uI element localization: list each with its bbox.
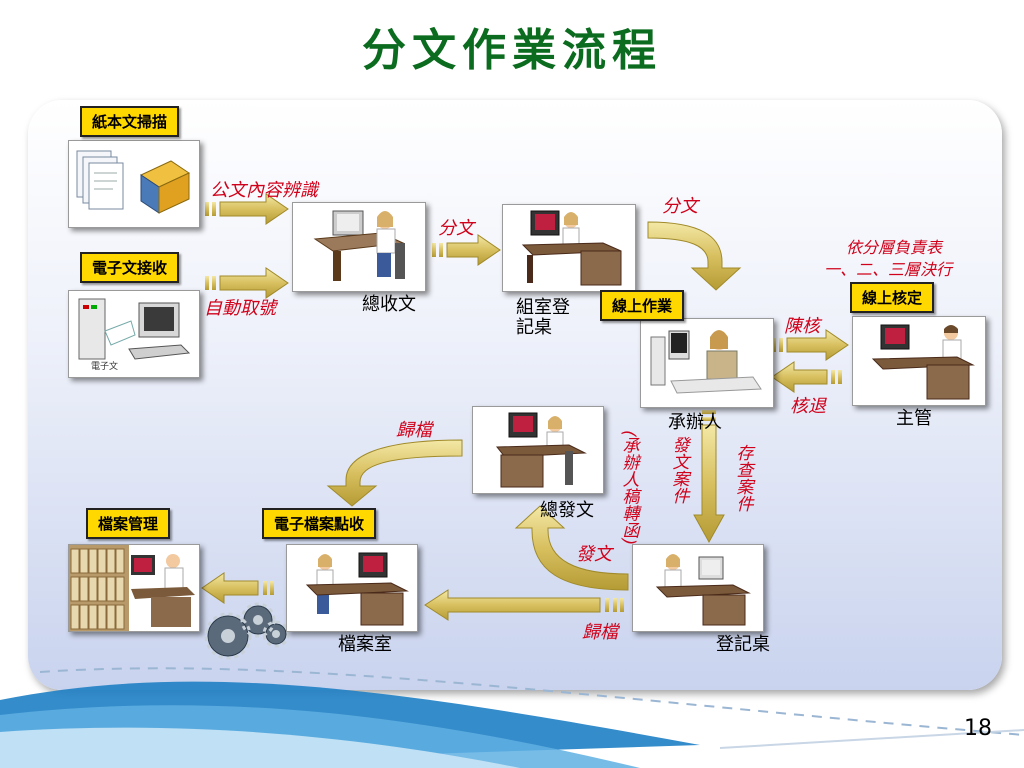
arrow-ereceive-to-receiving bbox=[205, 267, 289, 299]
annotation-content-recognition: 公文內容辨識 bbox=[210, 180, 318, 201]
node-dispatch: 總發文 bbox=[540, 500, 594, 521]
group-registry-card bbox=[502, 204, 636, 292]
tag-e-receive: 電子文接收 bbox=[80, 252, 180, 283]
tag-paper-scan: 紙本文掃描 bbox=[80, 106, 180, 137]
office-worker-icon bbox=[521, 210, 622, 286]
office-worker-icon bbox=[495, 412, 587, 488]
annotation-distribute-1: 分文 bbox=[438, 218, 474, 239]
computer-caption: 電子文 bbox=[91, 362, 119, 372]
office-worker-icon bbox=[305, 552, 409, 626]
arrow-dispatch-to-earchive bbox=[326, 439, 463, 507]
annotation-return: 核退 bbox=[790, 396, 826, 417]
arrow-scan-to-receiving bbox=[205, 193, 289, 225]
node-handler: 承辦人 bbox=[668, 412, 722, 433]
annotation-distribute-2: 分文 bbox=[662, 196, 698, 217]
archive-room-card bbox=[286, 544, 418, 632]
e-receive-card: 電子文 bbox=[68, 290, 200, 378]
arrow-receiving-to-group bbox=[432, 234, 501, 266]
arrow-registry-to-archive bbox=[424, 589, 624, 621]
office-worker-icon bbox=[650, 330, 762, 394]
annotation-file-1: 歸檔 bbox=[396, 420, 432, 441]
node-registry: 登記桌 bbox=[716, 634, 770, 655]
tag-online-approve: 線上核定 bbox=[850, 282, 935, 313]
archive-mgmt-card bbox=[68, 544, 200, 632]
annotation-submit: 陳核 bbox=[784, 316, 820, 337]
office-worker-icon bbox=[871, 324, 975, 400]
arrow-registry-to-dispatch bbox=[514, 505, 629, 591]
annotation-file-2: 歸檔 bbox=[582, 622, 618, 643]
dispatch-card bbox=[472, 406, 604, 494]
annotation-handler-draft: (承辦人稿轉函) bbox=[618, 430, 639, 546]
file-shelf-icon bbox=[69, 545, 195, 631]
arrow-group-to-handler bbox=[647, 221, 742, 291]
annotation-send-out: 發文 bbox=[576, 544, 612, 565]
tag-e-archive-check: 電子檔案點收 bbox=[262, 508, 377, 539]
node-archive-room: 檔案室 bbox=[338, 634, 392, 655]
computer-icon bbox=[78, 298, 191, 360]
office-worker-icon bbox=[313, 210, 405, 281]
annotation-keep-case: 存查案件 bbox=[732, 444, 753, 512]
annotation-auto-number: 自動取號 bbox=[204, 298, 276, 319]
office-worker-icon bbox=[655, 554, 751, 626]
page-number: 18 bbox=[964, 716, 992, 741]
annotation-layered-2: 一、二、三層決行 bbox=[824, 260, 953, 279]
arrow-archive-to-mgmt bbox=[201, 572, 274, 604]
node-group-registry: 組室登記桌 bbox=[516, 297, 570, 338]
node-receiving: 總收文 bbox=[362, 294, 416, 315]
handler-card bbox=[640, 318, 774, 408]
page-title: 分文作業流程 bbox=[362, 25, 662, 76]
arrow-submit bbox=[772, 329, 849, 361]
supervisor-card bbox=[852, 316, 986, 406]
receiving-card bbox=[292, 202, 426, 292]
annotation-layered-1: 依分層負責表 bbox=[846, 238, 943, 257]
registry-card bbox=[632, 544, 764, 632]
arrow-handler-to-registry bbox=[693, 410, 725, 544]
arrow-return bbox=[771, 361, 842, 393]
node-supervisor: 主管 bbox=[896, 408, 932, 429]
tag-online-work: 線上作業 bbox=[600, 290, 685, 321]
gears-icon bbox=[204, 602, 290, 660]
paper-scan-card bbox=[68, 140, 200, 228]
tag-archive-mgmt: 檔案管理 bbox=[86, 508, 171, 539]
annotation-send-case: 發文案件 bbox=[668, 436, 689, 504]
scanner-icon bbox=[76, 150, 191, 214]
